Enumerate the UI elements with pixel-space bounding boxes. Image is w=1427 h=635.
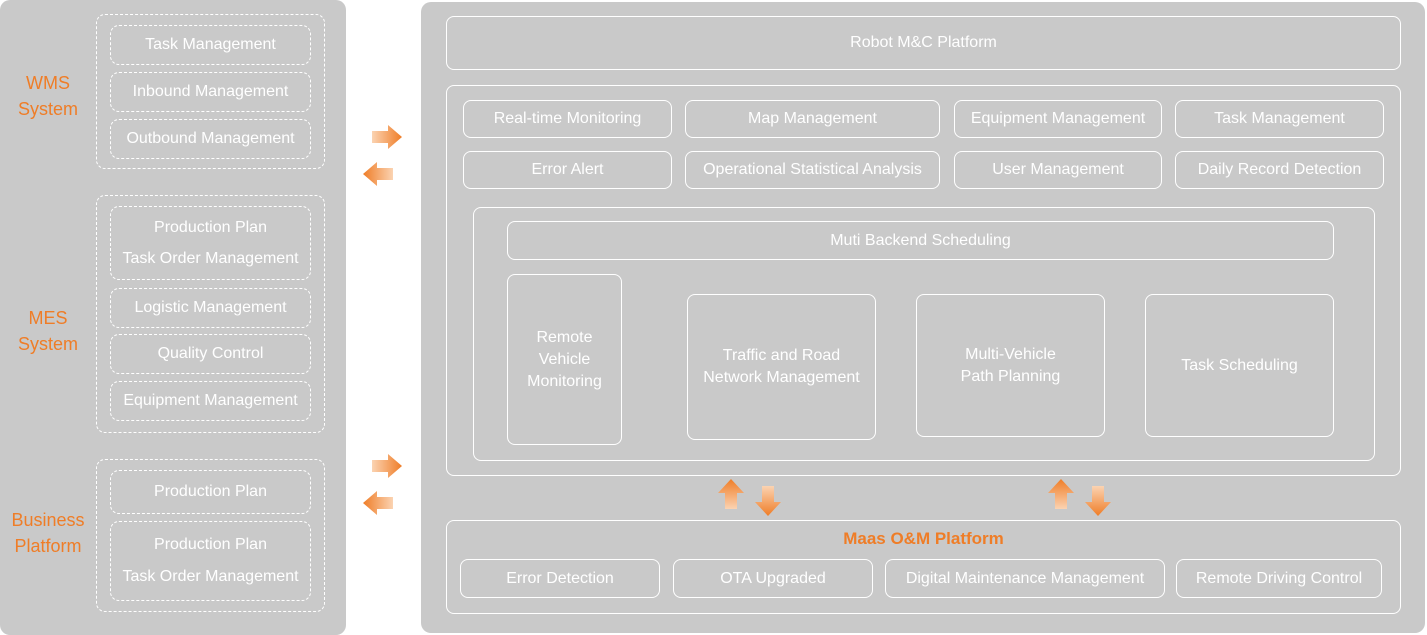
arrow-down-icon [1085, 486, 1111, 516]
mes-group [96, 195, 325, 433]
scheduling-task-scheduling: Task Scheduling [1145, 294, 1334, 437]
arrow-right-icon [372, 125, 402, 149]
module-operational-statistical-analysis: Operational Statistical Analysis [685, 151, 940, 189]
arrow-left-icon [363, 162, 393, 186]
arrow-left-icon [363, 491, 393, 515]
business-plan-box [110, 521, 311, 601]
wms-item-inbound-management: Inbound Management [110, 72, 311, 112]
maas-digital-maintenance-management: Digital Maintenance Management [885, 559, 1165, 598]
scheduling-remote-vehicle-monitoring: Remote Vehicle Monitoring [507, 274, 622, 445]
mes-item-logistic-management: Logistic Management [110, 288, 311, 328]
maas-remote-driving-control: Remote Driving Control [1176, 559, 1382, 598]
wms-item-task-management: Task Management [110, 25, 311, 65]
scheduling-frame [473, 207, 1375, 461]
business-production-plan-2: Production Plan [154, 536, 267, 553]
arrow-right-icon [372, 454, 402, 478]
wms-system-label: WMS System [17, 73, 78, 119]
module-real-time-monitoring: Real-time Monitoring [463, 100, 672, 138]
left-systems-panel [0, 0, 346, 635]
scheduling-multi-vehicle-path-planning: Multi-Vehicle Path Planning [916, 294, 1105, 437]
platform-modules-frame [446, 85, 1401, 476]
module-user-management: User Management [954, 151, 1162, 189]
muti-backend-scheduling-title: Muti Backend Scheduling [507, 221, 1334, 260]
maas-ota-upgraded: OTA Upgraded [673, 559, 873, 598]
maas-frame [446, 520, 1401, 614]
module-equipment-management: Equipment Management [954, 100, 1162, 138]
wms-item-outbound-management: Outbound Management [110, 119, 311, 159]
mes-production-plan: Production Plan [154, 219, 267, 236]
business-group [96, 459, 325, 612]
wms-group [96, 14, 325, 169]
mes-plan-box [110, 206, 311, 280]
arrow-up-icon [1048, 479, 1074, 509]
business-platform-label: Business Platform [11, 510, 85, 556]
business-production-plan: Production Plan [110, 470, 311, 514]
right-platform-panel [421, 2, 1425, 633]
scheduling-traffic-road-network: Traffic and Road Network Management [687, 294, 876, 440]
arrow-down-icon [755, 486, 781, 516]
module-task-management: Task Management [1175, 100, 1384, 138]
mes-system-label: MES System [17, 308, 78, 354]
maas-platform-title: Maas O&M Platform [843, 529, 1004, 548]
module-map-management: Map Management [685, 100, 940, 138]
business-task-order-management: Task Order Management [122, 568, 299, 585]
arrow-up-icon [718, 479, 744, 509]
robot-mc-platform-title: Robot M&C Platform [446, 16, 1401, 70]
mes-item-quality-control: Quality Control [110, 334, 311, 374]
maas-error-detection: Error Detection [460, 559, 660, 598]
module-daily-record-detection: Daily Record Detection [1175, 151, 1384, 189]
mes-item-equipment-management: Equipment Management [110, 381, 311, 421]
module-error-alert: Error Alert [463, 151, 672, 189]
mes-task-order-management: Task Order Management [122, 250, 299, 267]
